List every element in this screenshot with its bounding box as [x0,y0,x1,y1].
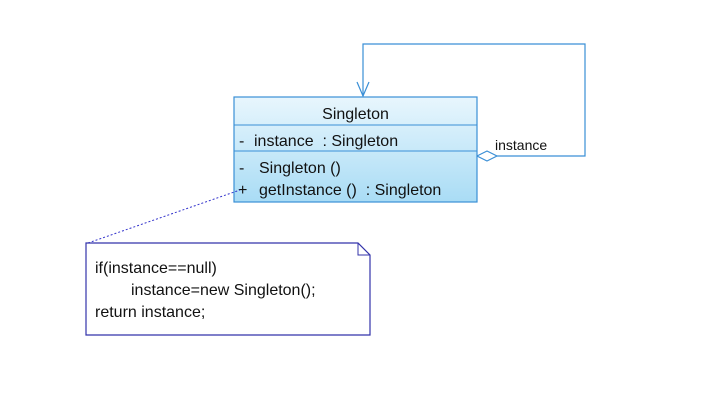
note-fold-icon [357,243,370,256]
operation-visibility: + [238,182,247,199]
note-anchor-line [87,189,241,244]
self-association-line[interactable] [362,43,586,157]
operation: getInstance () : Singleton [259,182,441,199]
class-singleton[interactable]: Singleton - instance : Singleton - Singl… [233,96,478,203]
note-line: instance=new Singleton(); [131,282,316,299]
association-role-label: instance [495,137,547,153]
note[interactable]: if(instance==null) instance=new Singleto… [85,242,371,336]
operation-visibility: - [239,160,244,177]
arrowhead-icon [356,81,370,98]
operation: Singleton () [259,160,341,177]
attribute: instance : Singleton [254,133,398,150]
note-line: return instance; [95,304,205,321]
aggregation-diamond-icon [475,150,499,162]
class-name: Singleton [322,106,389,123]
attribute-visibility: - [239,133,244,150]
note-line: if(instance==null) [95,260,217,277]
